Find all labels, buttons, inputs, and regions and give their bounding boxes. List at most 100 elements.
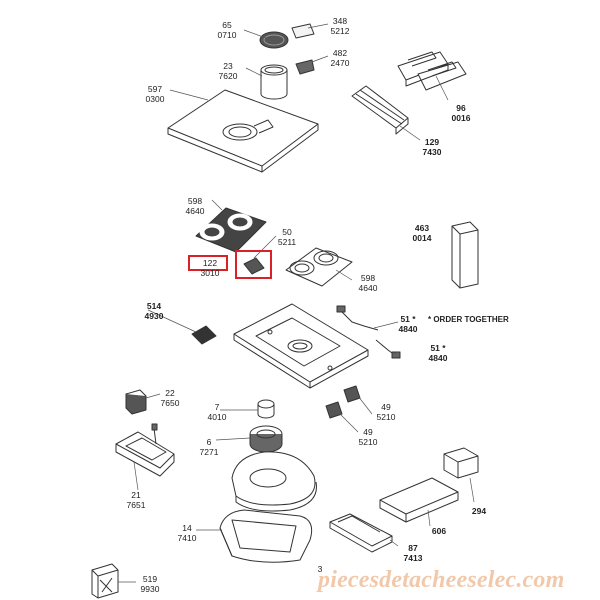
part-code: 4640 — [185, 206, 205, 216]
part-21-bracket — [115, 423, 175, 477]
part-code: 7430 — [422, 147, 442, 157]
part-code: 4840 — [398, 324, 418, 334]
part-code: 9930 — [140, 584, 160, 594]
part-number: 519 — [142, 574, 158, 584]
part-number: 597 — [147, 84, 163, 94]
label-part-51-b: 51 *4840 — [425, 343, 451, 363]
part-code: 4930 — [144, 311, 164, 321]
part-96-duct — [397, 51, 467, 91]
part-number: 23 — [223, 61, 233, 71]
part-code: 4640 — [358, 283, 378, 293]
highlight-box-50 — [235, 250, 272, 279]
part-598-burner-pair-top — [195, 207, 267, 253]
part-code: 0300 — [145, 94, 165, 104]
part-code: 5212 — [330, 26, 350, 36]
part-code: 4010 — [207, 412, 227, 422]
part-code: 2470 — [330, 58, 350, 68]
part-number: 7 — [214, 402, 220, 412]
part-number: 129 — [424, 137, 440, 147]
watermark: piecesdetacheeselec.com — [318, 567, 565, 593]
part-chassis — [233, 303, 369, 389]
part-number: 598 — [360, 273, 376, 283]
part-number: 49 — [363, 427, 373, 437]
part-code: 7620 — [218, 71, 238, 81]
part-code: 5210 — [376, 412, 396, 422]
part-49-board-b — [325, 401, 343, 419]
part-14-housing — [219, 509, 313, 563]
label-part-294: 294 — [470, 506, 488, 516]
part-51-cable — [336, 305, 401, 359]
label-part-606: 606 — [430, 526, 448, 536]
part-50-module — [243, 257, 265, 275]
part-number: 21 — [131, 490, 141, 500]
part-code: 7650 — [160, 398, 180, 408]
part-number: 87 — [408, 543, 418, 553]
part-number: 463 — [414, 223, 430, 233]
part-482-clip — [295, 59, 315, 75]
part-7-cap — [257, 399, 275, 419]
label-part-3: 3 — [315, 564, 325, 574]
part-606-box — [379, 477, 459, 523]
part-49-board-a — [343, 385, 361, 403]
part-code: 7271 — [199, 447, 219, 457]
part-housing-upper — [231, 451, 317, 512]
order-together-note: * ORDER TOGETHER — [428, 315, 509, 324]
part-code: 0014 — [412, 233, 432, 243]
part-code: 0710 — [217, 30, 237, 40]
part-22-block — [125, 389, 147, 415]
part-number: 482 — [332, 48, 348, 58]
part-number: 96 — [456, 103, 466, 113]
part-number: 50 — [282, 227, 292, 237]
part-code: 0016 — [451, 113, 471, 123]
part-519-holder — [91, 563, 119, 599]
part-code: 5210 — [358, 437, 378, 447]
highlight-box-122 — [188, 255, 228, 271]
part-number: 348 — [332, 16, 348, 26]
part-514-switch — [191, 325, 217, 345]
part-code: 7651 — [126, 500, 146, 510]
part-294-duct — [443, 447, 479, 479]
part-87-tray — [329, 513, 393, 553]
part-65-filter — [259, 31, 289, 49]
part-129-duct — [351, 85, 409, 135]
part-463-duct — [451, 221, 479, 289]
label-part-51-a: 51 *4840 — [395, 314, 421, 334]
leader-lines — [118, 23, 475, 583]
part-598-burner-pair-right — [285, 247, 353, 287]
part-number: 49 — [381, 402, 391, 412]
part-number: 51 * — [400, 314, 416, 324]
part-23-cylinder — [260, 64, 288, 100]
part-code: 7413 — [403, 553, 423, 563]
part-number: 606 — [431, 526, 447, 536]
part-number: 3 — [317, 564, 323, 574]
part-code: 4840 — [428, 353, 448, 363]
part-number: 14 — [182, 523, 192, 533]
part-code: 3010 — [200, 268, 220, 278]
part-code: 5211 — [277, 237, 297, 247]
part-number: 65 — [222, 20, 232, 30]
part-6-fan — [249, 425, 283, 453]
